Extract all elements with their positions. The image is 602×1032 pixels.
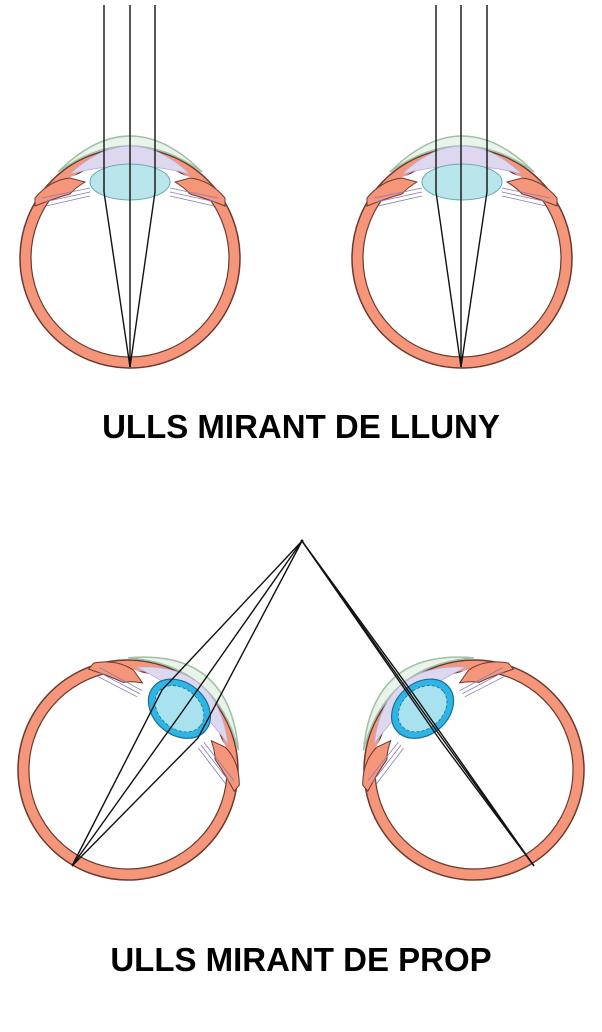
ray-far-right-2 (460, 5, 488, 368)
eye-near-right (310, 605, 602, 926)
light-rays (71, 5, 535, 867)
eyeball-icon (0, 605, 292, 926)
caption-near-vision: ULLS MIRANT DE PROP (110, 941, 492, 978)
eye-far-right (351, 135, 573, 369)
eyeball-icon (310, 605, 602, 926)
near-object-point (300, 539, 304, 543)
ray-far-left-2 (129, 5, 156, 368)
ray-near-left-1 (71, 540, 303, 867)
ray-near-left-0 (71, 540, 303, 867)
ray-near-left-2 (71, 540, 303, 867)
ray-near-right-1 (301, 540, 535, 867)
ray-near-right-2 (301, 540, 535, 867)
ray-near-right-0 (301, 540, 535, 867)
ray-far-right-0 (435, 5, 462, 368)
eye-near-left (0, 605, 292, 926)
ray-far-left-0 (103, 5, 131, 368)
caption-far-vision: ULLS MIRANT DE LLUNY (102, 408, 500, 445)
crystalline-lens (421, 163, 503, 201)
